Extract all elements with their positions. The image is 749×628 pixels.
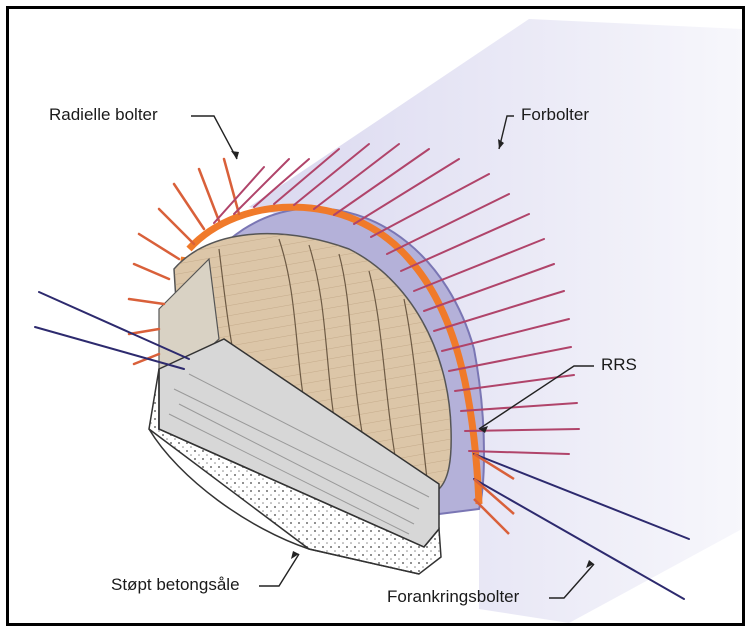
tunnel-support-diagram — [9, 9, 742, 623]
label-anchor-bolts: Forankringsbolter — [387, 587, 519, 607]
label-spiling-bolts: Forbolter — [521, 105, 589, 125]
label-radial-bolts: Radielle bolter — [49, 105, 158, 125]
label-cast-concrete-invert: Støpt betongsåle — [111, 575, 240, 595]
label-rrs: RRS — [601, 355, 637, 375]
diagram-frame: Radielle bolter Forbolter RRS Støpt beto… — [6, 6, 745, 626]
